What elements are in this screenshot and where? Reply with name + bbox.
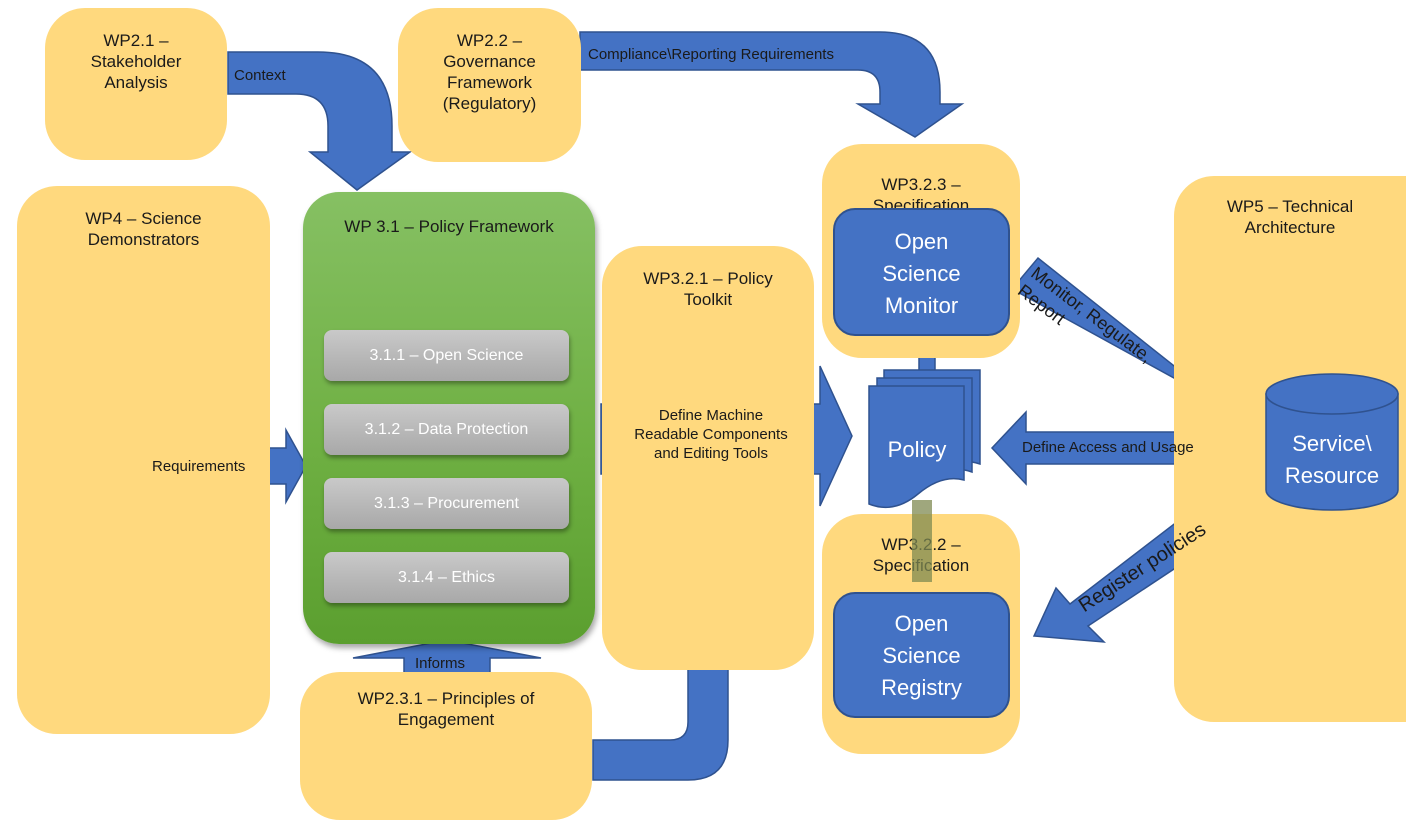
- wp231-box: WP2.3.1 – Principles of Engagement: [300, 672, 592, 820]
- policy-registry-connector: [912, 500, 932, 582]
- wp321-box: WP3.2.1 – Policy Toolkit: [602, 246, 814, 670]
- wp31-box: WP 3.1 – Policy Framework 3.1.1 – Open S…: [303, 192, 595, 644]
- requirements-label: Requirements: [152, 458, 246, 475]
- wp21-box: WP2.1 – Stakeholder Analysis: [45, 8, 227, 160]
- context-label: Context: [234, 67, 286, 84]
- informs-label: Informs: [415, 655, 466, 672]
- service-resource-cylinder-icon: [1265, 373, 1399, 511]
- wp321-title: WP3.2.1 – Policy Toolkit: [643, 269, 773, 309]
- define-access-label: Define Access and Usage: [1022, 439, 1194, 456]
- compliance-arrow: [579, 31, 965, 138]
- wp21-title: WP2.1 – Stakeholder Analysis: [90, 31, 182, 92]
- wp22-box: WP2.2 – Governance Framework (Regulatory…: [398, 8, 581, 162]
- wp31-title: WP 3.1 – Policy Framework: [344, 217, 554, 236]
- wp231-title: WP2.3.1 – Principles of Engagement: [357, 689, 535, 729]
- subitem-data-protection: 3.1.2 – Data Protection: [324, 404, 569, 455]
- policy-document-icon: [868, 369, 981, 509]
- wp5-title: WP5 – Technical Architecture: [1226, 197, 1354, 237]
- policy-label: Policy: [887, 437, 947, 462]
- wp22-title: WP2.2 – Governance Framework (Regulatory…: [442, 31, 537, 113]
- define-machine-label: Define Machine Readable Components and E…: [634, 407, 788, 462]
- subitem-procurement: 3.1.3 – Procurement: [324, 478, 569, 529]
- subitem-ethics: 3.1.4 – Ethics: [324, 552, 569, 603]
- open-science-registry-box: Open Science Registry: [833, 592, 1010, 718]
- wp4-title: WP4 – Science Demonstrators: [85, 209, 202, 249]
- compliance-label: Compliance\Reporting Requirements: [588, 46, 834, 63]
- wp4-box: WP4 – Science Demonstrators: [17, 186, 270, 734]
- service-resource-label: Service\ Resource: [1284, 431, 1380, 488]
- context-arrow: [227, 51, 413, 191]
- open-science-monitor-box: Open Science Monitor: [833, 208, 1010, 336]
- subitem-open-science: 3.1.1 – Open Science: [324, 330, 569, 381]
